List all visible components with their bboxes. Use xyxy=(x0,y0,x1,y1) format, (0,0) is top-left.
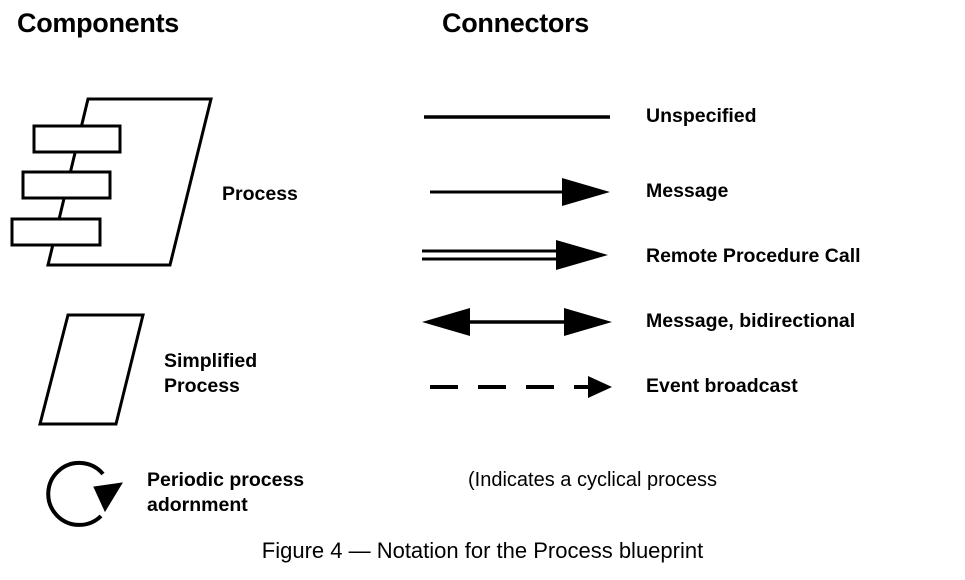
bidirectional-arrowhead-right-icon xyxy=(564,308,612,336)
process-label: Process xyxy=(222,183,298,205)
process-bar-1 xyxy=(32,124,122,154)
simplified-process-label: Simplified Process xyxy=(164,349,257,399)
periodic-process-label: Periodic process adornment xyxy=(147,468,304,518)
event-broadcast-arrowhead-icon xyxy=(588,376,612,398)
simplified-process-label-line2: Process xyxy=(164,375,240,397)
periodic-process-adornment-symbol xyxy=(46,460,123,527)
periodic-process-label-line2: adornment xyxy=(147,494,248,516)
connector-remote-procedure-call-glyph xyxy=(422,240,608,270)
periodic-process-label-line1: Periodic process xyxy=(147,469,305,491)
figure-caption: Figure 4 — Notation for the Process blue… xyxy=(261,538,704,563)
connector-event-broadcast-glyph xyxy=(430,376,612,398)
connector-label-event-broadcast: Event broadcast xyxy=(646,375,798,397)
connector-label-message: Message xyxy=(646,180,729,202)
message-arrowhead-icon xyxy=(562,178,610,206)
components-column-heading: Components xyxy=(17,8,179,38)
connector-label-unspecified: Unspecified xyxy=(646,105,757,127)
process-symbol xyxy=(10,97,213,267)
simplified-process-parallelogram xyxy=(38,313,145,426)
process-bar-3 xyxy=(10,217,102,247)
process-parallelogram xyxy=(46,97,213,267)
simplified-process-symbol xyxy=(38,313,145,426)
connector-label-message-bidirectional: Message, bidirectional xyxy=(646,310,856,332)
cyclical-process-note: (Indicates a cyclical process xyxy=(468,469,717,491)
periodic-process-arrowhead-icon xyxy=(93,482,123,513)
connector-label-remote-procedure-call: Remote Procedure Call xyxy=(646,245,861,267)
simplified-process-label-line1: Simplified xyxy=(164,350,258,372)
process-bar-2 xyxy=(21,170,112,200)
connectors-column-heading: Connectors xyxy=(442,8,590,38)
rpc-arrowhead-icon xyxy=(556,240,608,270)
connector-message-glyph xyxy=(430,178,610,206)
bidirectional-arrowhead-left-icon xyxy=(422,308,470,336)
connector-message-bidirectional-glyph xyxy=(422,308,612,336)
periodic-process-circle-arc xyxy=(46,460,105,527)
